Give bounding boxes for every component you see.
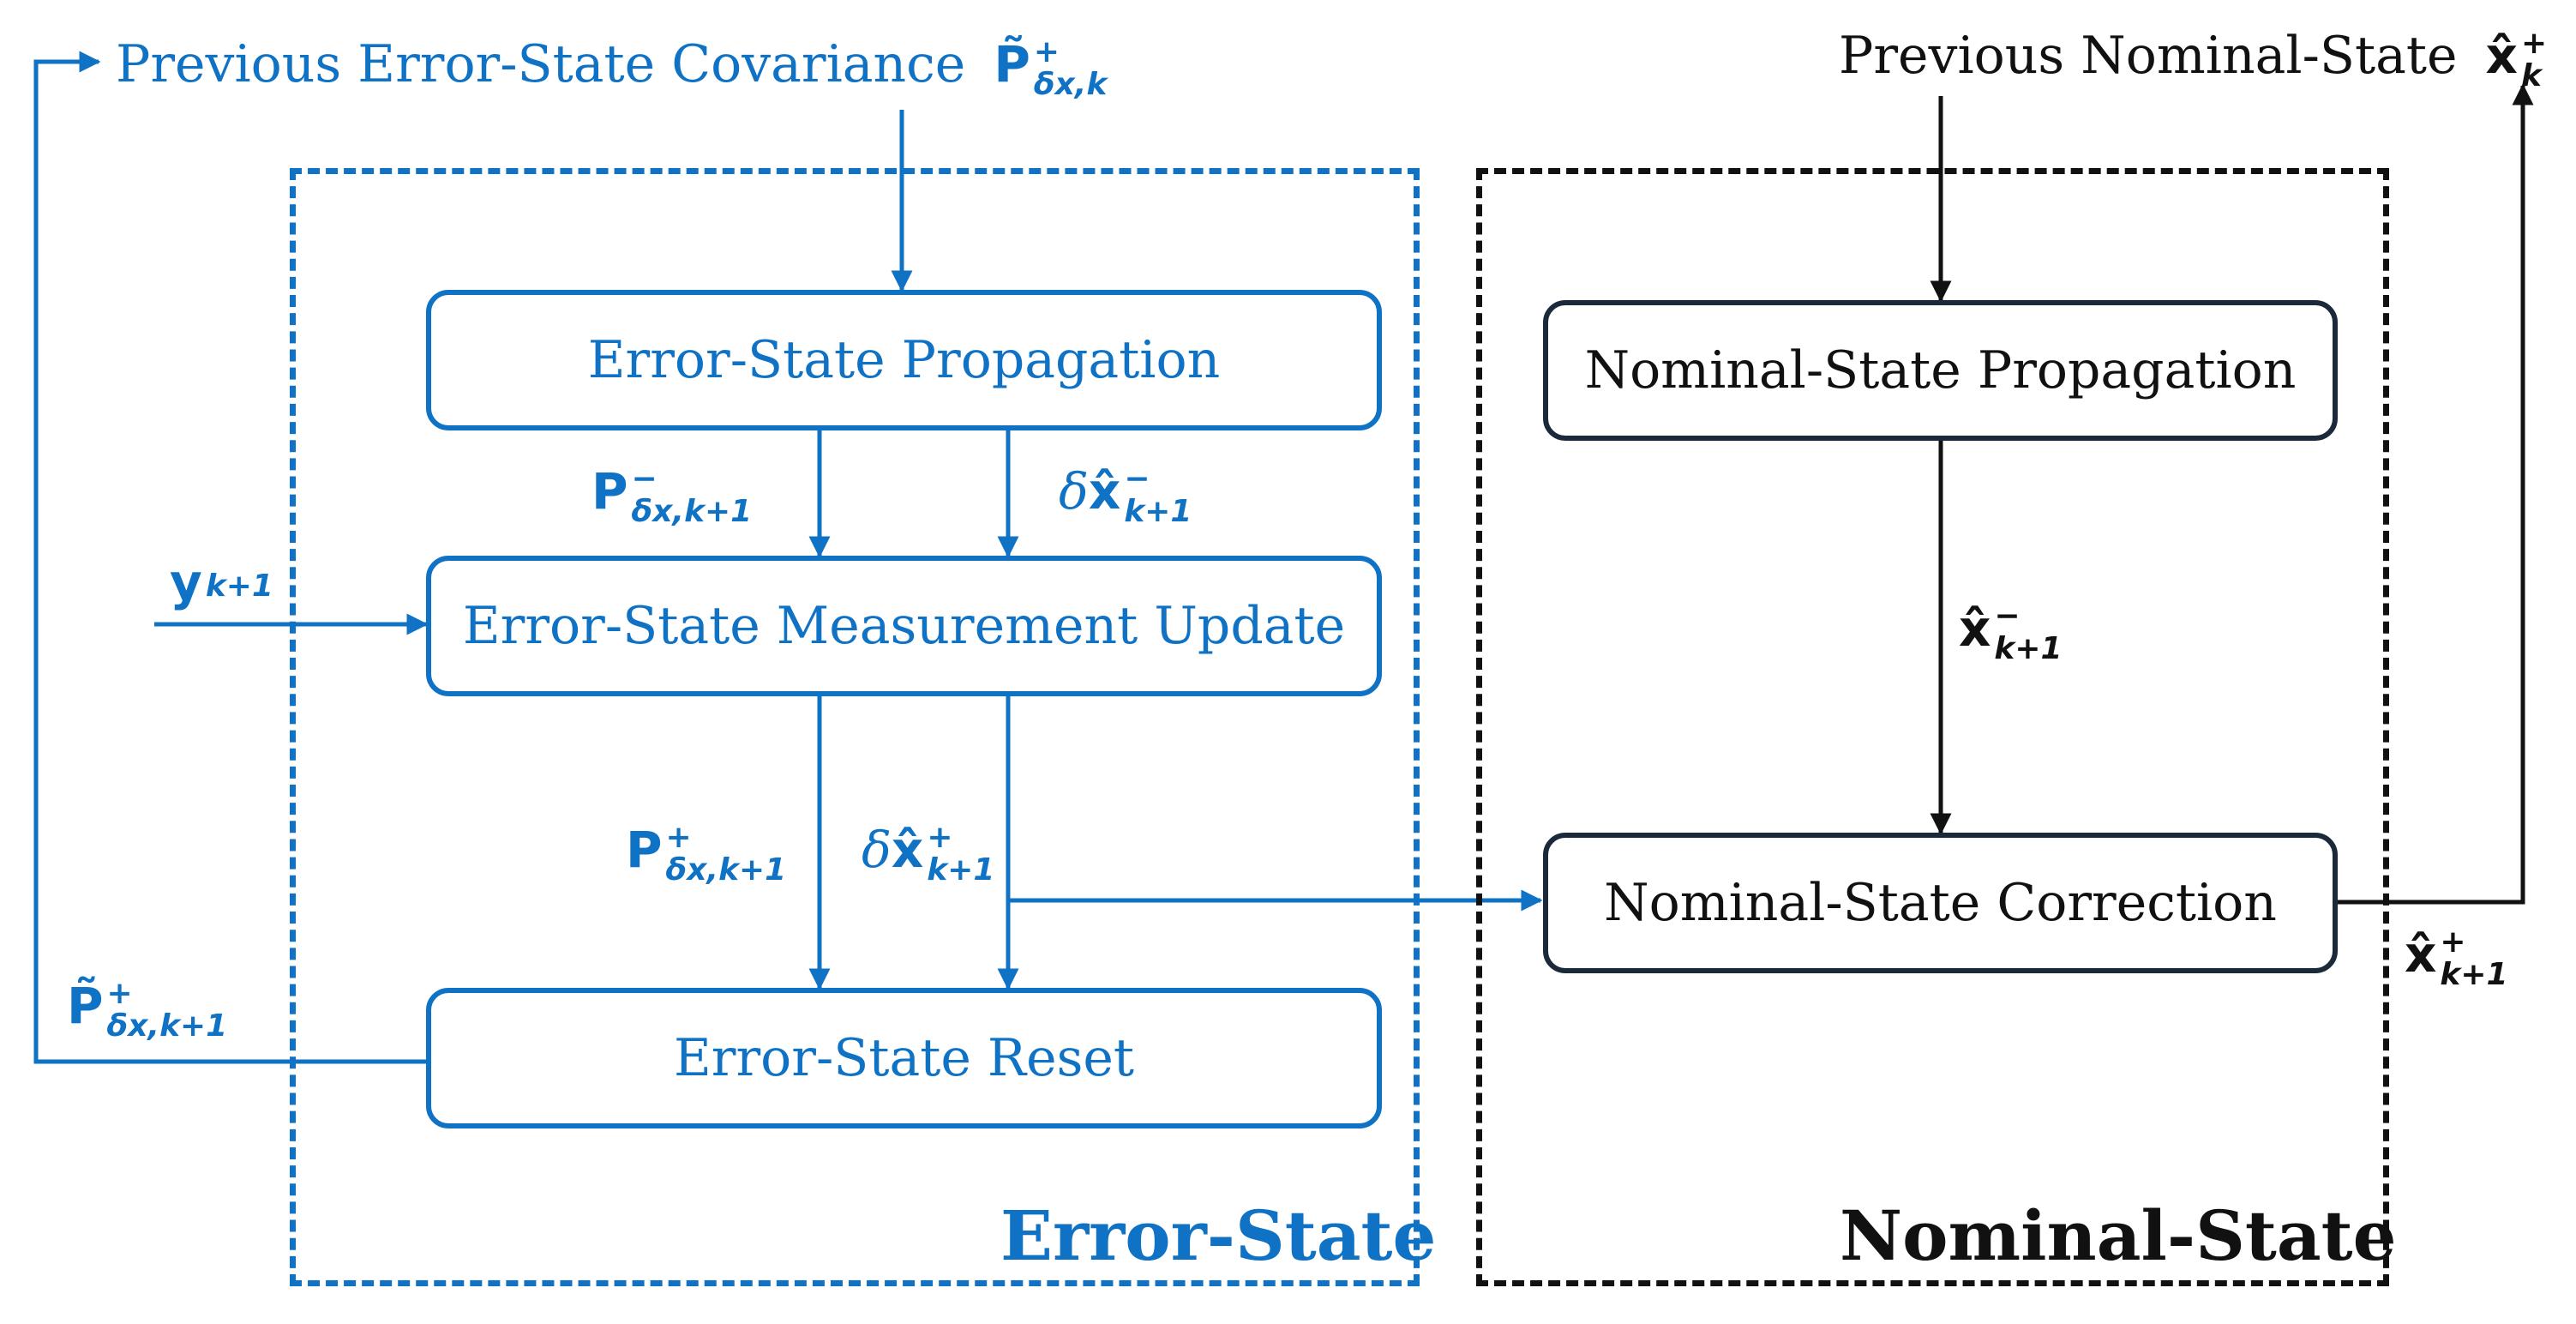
p-minus-label: P−δx,k+1 — [591, 461, 753, 529]
previous-nominal-state-label: Previous Nominal-State x̂+k — [1839, 27, 2547, 93]
p-plus-label: P+δx,k+1 — [626, 820, 787, 888]
delta-x-minus-label: δx̂−k+1 — [1059, 461, 1192, 529]
nominal-state-propagation-block: Nominal-State Propagation — [1543, 300, 2338, 441]
error-state-reset-block: Error-State Reset — [426, 988, 1382, 1128]
previous-nominal-state-text: Previous Nominal-State — [1839, 25, 2458, 86]
error-state-measurement-update-block: Error-State Measurement Update — [426, 556, 1382, 696]
nominal-state-correction-block: Nominal-State Correction — [1543, 833, 2338, 973]
nominal-state-region-title: Nominal-State — [1840, 1195, 2397, 1276]
arrow-feedback-covariance — [33, 51, 426, 1064]
x-plus-output-label: x̂+k+1 — [2405, 924, 2508, 992]
previous-covariance-text: Previous Error-State Covariance — [116, 33, 966, 94]
error-state-region — [290, 168, 1420, 1286]
previous-covariance-symbol: P̃+δx,k — [994, 34, 1108, 102]
error-state-region-title: Error-State — [1000, 1195, 1437, 1276]
error-state-propagation-block: Error-State Propagation — [426, 290, 1382, 430]
previous-nominal-state-symbol: x̂+k — [2485, 26, 2548, 93]
p-tilde-plus-feedback-label: P̃+δx,k+1 — [67, 976, 228, 1044]
nominal-state-region — [1476, 168, 2389, 1286]
delta-x-plus-label: δx̂+k+1 — [862, 820, 995, 888]
arrow-x-plus-output — [2338, 83, 2534, 905]
previous-covariance-label: Previous Error-State Covariance P̃+δx,k — [116, 36, 1107, 101]
x-minus-label: x̂−k+1 — [1959, 599, 2063, 666]
